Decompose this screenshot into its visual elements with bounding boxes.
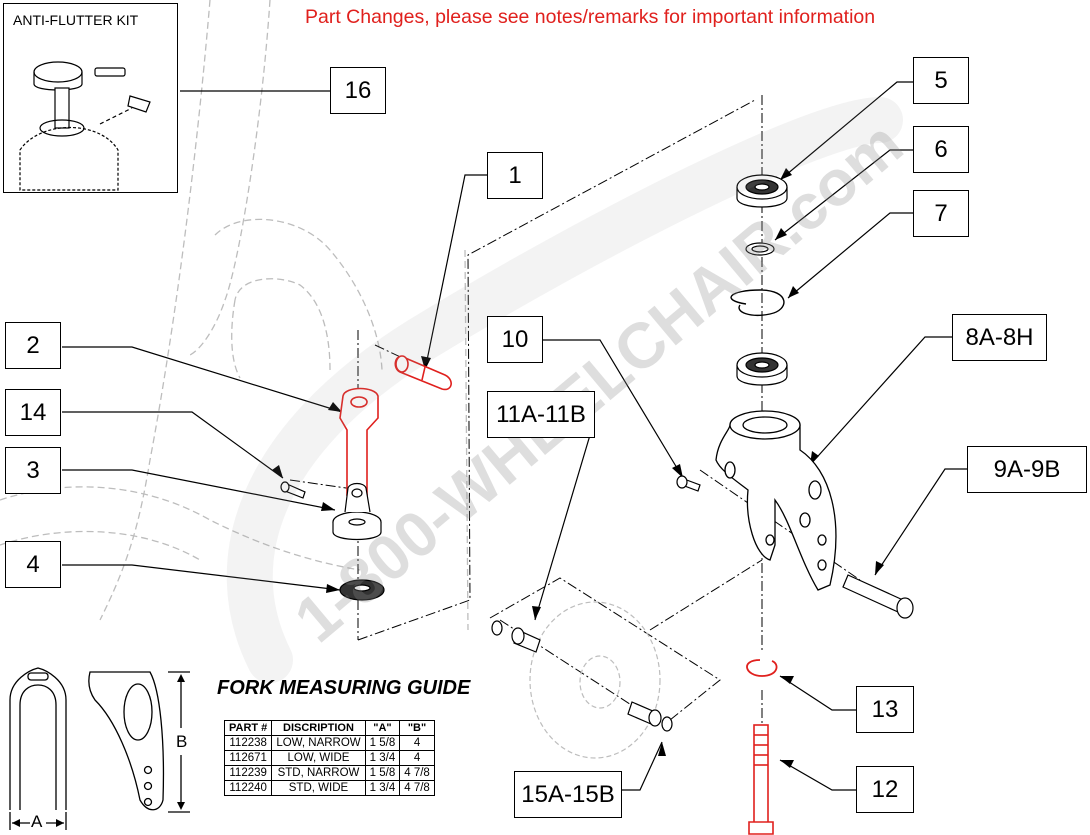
- clip-part-13: [746, 659, 778, 677]
- fork-measuring-table: PART # DISCRIPTION "A" "B" 112238 LOW, N…: [223, 720, 435, 796]
- wheel-bearing-part-11: [491, 620, 541, 653]
- cell-part: 112240: [223, 780, 273, 796]
- callout-12[interactable]: 12: [856, 766, 914, 813]
- caster-wheel-ghost: [529, 601, 661, 759]
- callout-8a-8h[interactable]: 8A-8H: [952, 314, 1047, 361]
- table-header-row: PART # DISCRIPTION "A" "B": [223, 720, 435, 736]
- header-part-number: PART #: [223, 720, 273, 736]
- table-row: 112240 STD, WIDE 1 3/4 4 7/8: [223, 780, 435, 796]
- watermark-logo: [226, 97, 903, 683]
- anti-flutter-kit-panel: ANTI-FLUTTER KIT: [3, 3, 178, 193]
- cell-b: 4: [399, 750, 435, 766]
- cell-a: 1 5/8: [364, 765, 401, 781]
- callout-11a-11b[interactable]: 11A-11B: [487, 391, 595, 438]
- cell-b: 4 7/8: [399, 765, 435, 781]
- callout-9a-9b[interactable]: 9A-9B: [967, 446, 1087, 493]
- cell-b: 4 7/8: [399, 780, 435, 796]
- cell-b: 4: [399, 735, 435, 751]
- cell-a: 1 3/4: [364, 780, 401, 796]
- header-a: "A": [364, 720, 401, 736]
- callout-16[interactable]: 16: [330, 67, 386, 114]
- callout-6[interactable]: 6: [913, 126, 969, 173]
- cell-part: 112671: [223, 750, 273, 766]
- header-description: DISCRIPTION: [271, 720, 366, 736]
- screw-part-10: [676, 475, 701, 492]
- table-row: 112238 LOW, NARROW 1 5/8 4: [223, 735, 435, 751]
- callout-7[interactable]: 7: [913, 190, 969, 237]
- callout-5[interactable]: 5: [913, 57, 969, 104]
- header-b: "B": [399, 720, 435, 736]
- anti-flutter-kit-drawing: [19, 61, 151, 191]
- cell-a: 1 3/4: [364, 750, 401, 766]
- flange-part-3: [332, 482, 382, 541]
- callout-14[interactable]: 14: [5, 389, 61, 436]
- dimension-label-b: B: [176, 732, 188, 751]
- fork-front-sketch: [9, 667, 67, 830]
- callout-15a-15b[interactable]: 15A-15B: [514, 771, 622, 818]
- part-changes-notice: Part Changes, please see notes/remarks f…: [305, 6, 876, 28]
- snap-ring-part-7: [730, 289, 785, 316]
- washer-part-4: [339, 579, 385, 601]
- callout-3[interactable]: 3: [5, 447, 61, 494]
- callout-2[interactable]: 2: [5, 322, 61, 369]
- cell-part: 112238: [223, 735, 273, 751]
- callout-1[interactable]: 1: [487, 152, 543, 199]
- cell-description: STD, WIDE: [271, 780, 366, 796]
- cell-a: 1 5/8: [364, 735, 401, 751]
- table-row: 112671 LOW, WIDE 1 3/4 4: [223, 750, 435, 766]
- cell-description: LOW, NARROW: [271, 735, 366, 751]
- pin-part-1: [394, 355, 452, 391]
- spacer-part-6: [745, 242, 775, 256]
- bolt-part-12: [748, 724, 774, 835]
- fork-measuring-guide-title: FORK MEASURING GUIDE: [217, 677, 471, 699]
- callout-13[interactable]: 13: [856, 686, 914, 733]
- cell-description: LOW, WIDE: [271, 750, 366, 766]
- cell-description: STD, NARROW: [271, 765, 366, 781]
- axle-bolt-part-9: [842, 574, 914, 619]
- table-row: 112239 STD, NARROW 1 5/8 4 7/8: [223, 765, 435, 781]
- wheel-bearing-part-15: [627, 701, 673, 732]
- dimension-label-a: A: [31, 812, 43, 831]
- fork-part-8: [715, 410, 837, 591]
- dimension-arrowheads: [12, 674, 185, 827]
- screw-part-14: [280, 481, 306, 499]
- callout-10[interactable]: 10: [487, 316, 543, 363]
- anti-flutter-kit-title: ANTI-FLUTTER KIT: [13, 12, 139, 28]
- cell-part: 112239: [223, 765, 273, 781]
- bearing-part-5: [736, 174, 788, 208]
- bearing-lower: [736, 352, 788, 386]
- callout-4[interactable]: 4: [5, 541, 61, 588]
- fork-side-sketch: [88, 671, 190, 813]
- callout-leader-lines: [62, 81, 967, 791]
